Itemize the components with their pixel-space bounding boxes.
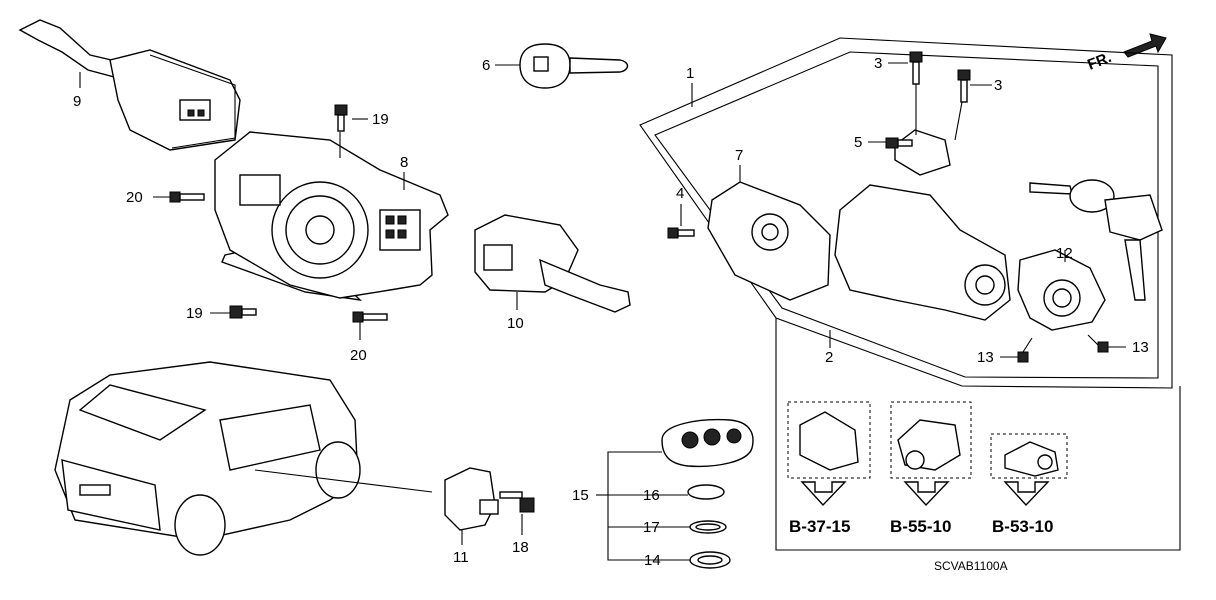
- screw-13a: [1017, 337, 1033, 363]
- door-switch: [444, 467, 499, 531]
- callout-15: 15: [572, 487, 589, 504]
- door-switch-leader: [254, 469, 433, 493]
- front-direction-label: FR.: [1085, 49, 1114, 74]
- callout-3a: 3: [874, 55, 882, 72]
- key-cylinder: [1017, 249, 1106, 331]
- bolt-18: [499, 491, 535, 513]
- o-ring-17: [689, 520, 727, 534]
- callout-13a: 13: [977, 349, 994, 366]
- callout-6: 6: [482, 57, 490, 74]
- front-arrow-icon: [1123, 33, 1167, 58]
- callout-14: 14: [644, 552, 661, 569]
- callout-10: 10: [507, 315, 524, 332]
- steering-lock-body: [707, 181, 831, 301]
- callout-7: 7: [735, 147, 743, 164]
- callout-2: 2: [825, 349, 833, 366]
- callout-9: 9: [73, 93, 81, 110]
- callout-8: 8: [400, 154, 408, 171]
- screw-20a: [169, 191, 205, 203]
- callout-1: 1: [686, 65, 694, 82]
- reference-box-3: [990, 433, 1068, 507]
- bolt-5: [885, 137, 913, 149]
- callout-11: 11: [453, 549, 469, 566]
- screw-20b: [352, 311, 388, 323]
- front-direction-marker: FR.: [1085, 33, 1167, 74]
- combination-switch-lighting: [474, 214, 631, 313]
- ignition-switch-assembly: [834, 129, 1011, 321]
- reference-label-1: B-37-15: [789, 517, 850, 536]
- bracket-15: [607, 451, 676, 561]
- callout-17: 17: [643, 519, 660, 536]
- key-set: [1029, 179, 1163, 301]
- combination-switch-wiper: [18, 19, 241, 151]
- diagram-code: SCVAB1100A: [934, 559, 1008, 573]
- callout-13b: 13: [1132, 339, 1149, 356]
- reference-label-2: B-55-10: [890, 517, 951, 536]
- callout-16: 16: [643, 487, 660, 504]
- callout-18: 18: [512, 539, 529, 556]
- reference-box-1: [787, 401, 871, 507]
- remote-transmitter: [661, 418, 754, 468]
- assembly-1-lower-boundary: [775, 318, 1181, 551]
- assembly-2-boundary: [654, 51, 1159, 379]
- vehicle-illustration: [54, 361, 361, 556]
- screw-3b: [957, 69, 971, 103]
- reference-label-3: B-53-10: [992, 517, 1053, 536]
- callout-3b: 3: [994, 77, 1002, 94]
- screw-19a: [334, 104, 348, 132]
- bolt-4: [667, 227, 695, 239]
- cover-16: [687, 484, 725, 500]
- callout-19a: 19: [372, 111, 389, 128]
- seal-14: [689, 551, 731, 569]
- callout-20b: 20: [350, 347, 367, 364]
- callout-12: 12: [1056, 245, 1073, 262]
- callout-5: 5: [854, 134, 862, 151]
- key-blank: [519, 43, 629, 89]
- screw-19b: [229, 305, 257, 319]
- screw-13b: [1087, 334, 1109, 353]
- callout-4: 4: [676, 185, 684, 202]
- cable-reel-assembly: [214, 131, 449, 301]
- reference-box-2: [890, 401, 972, 507]
- callout-19b: 19: [186, 305, 203, 322]
- leader-lines: [79, 62, 1126, 561]
- screw-3a: [909, 51, 923, 85]
- callout-20a: 20: [126, 189, 143, 206]
